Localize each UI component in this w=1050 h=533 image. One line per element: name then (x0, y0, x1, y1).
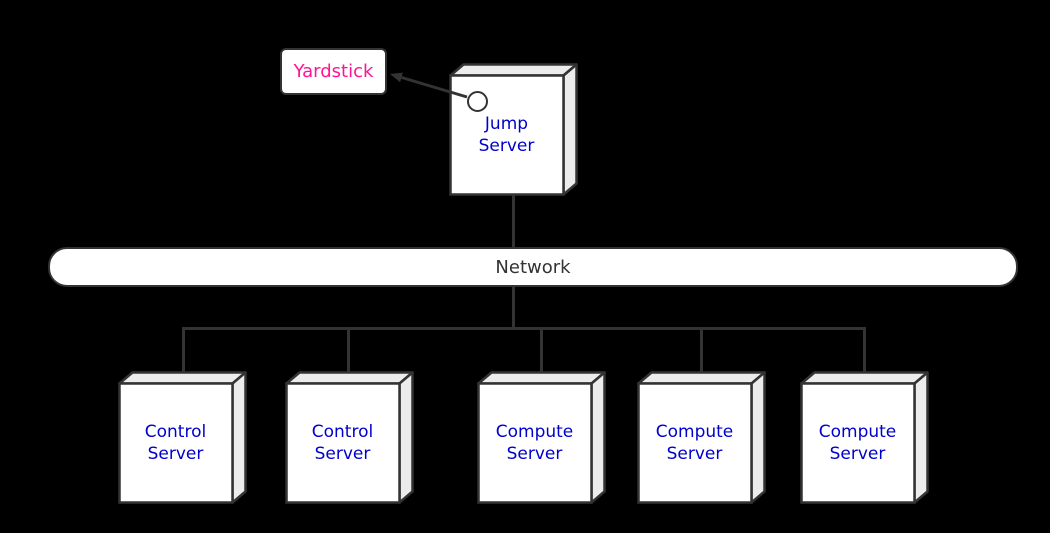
box-front-face (476, 381, 593, 504)
network-node: Network (48, 247, 1018, 287)
connector-drop (862, 328, 866, 374)
server-label: Compute Server (655, 421, 734, 464)
connector-jump-to-network (511, 193, 515, 248)
box-side-face (589, 370, 606, 504)
box-side-face (230, 370, 247, 504)
server-node: Compute Server (476, 370, 606, 504)
jump-server-label: Jump Server (478, 113, 535, 156)
bus-line (181, 326, 866, 330)
server-box-graphic (799, 370, 929, 504)
server-box-graphic (636, 370, 766, 504)
connector-drop (346, 328, 350, 374)
connector-drop (181, 328, 185, 374)
box-top-face (636, 370, 766, 385)
connector-drop (539, 328, 543, 374)
network-label: Network (495, 256, 571, 278)
arrowhead-icon (390, 72, 403, 83)
server-box-graphic (284, 370, 414, 504)
server-label: Compute Server (818, 421, 897, 464)
server-node: Control Server (284, 370, 414, 504)
server-node: Compute Server (636, 370, 766, 504)
server-node: Control Server (117, 370, 247, 504)
box-side-face (912, 370, 929, 504)
server-label: Control Server (144, 421, 207, 464)
box-front-face (799, 381, 916, 504)
server-node: Compute Server (799, 370, 929, 504)
yardstick-node: Yardstick (280, 48, 387, 95)
box-top-face (117, 370, 247, 385)
box-front-face (636, 381, 753, 504)
box-front-face (284, 381, 401, 504)
box-top-face (476, 370, 606, 385)
port-circle (466, 90, 488, 112)
server-label: Control Server (311, 421, 374, 464)
connector-network-to-bus (511, 287, 515, 328)
box-side-face (749, 370, 766, 504)
connector-drop (699, 328, 703, 374)
yardstick-arrow (390, 72, 468, 99)
box-side-face (397, 370, 414, 504)
server-box-graphic (117, 370, 247, 504)
box-front-face (117, 381, 234, 504)
arrow-line (399, 75, 468, 99)
box-top-face (799, 370, 929, 385)
jump-server-node: Jump Server (448, 62, 578, 196)
server-box-graphic (476, 370, 606, 504)
yardstick-label: Yardstick (293, 61, 374, 82)
box-top-face (284, 370, 414, 385)
box-side-face (561, 62, 578, 196)
server-label: Compute Server (495, 421, 574, 464)
